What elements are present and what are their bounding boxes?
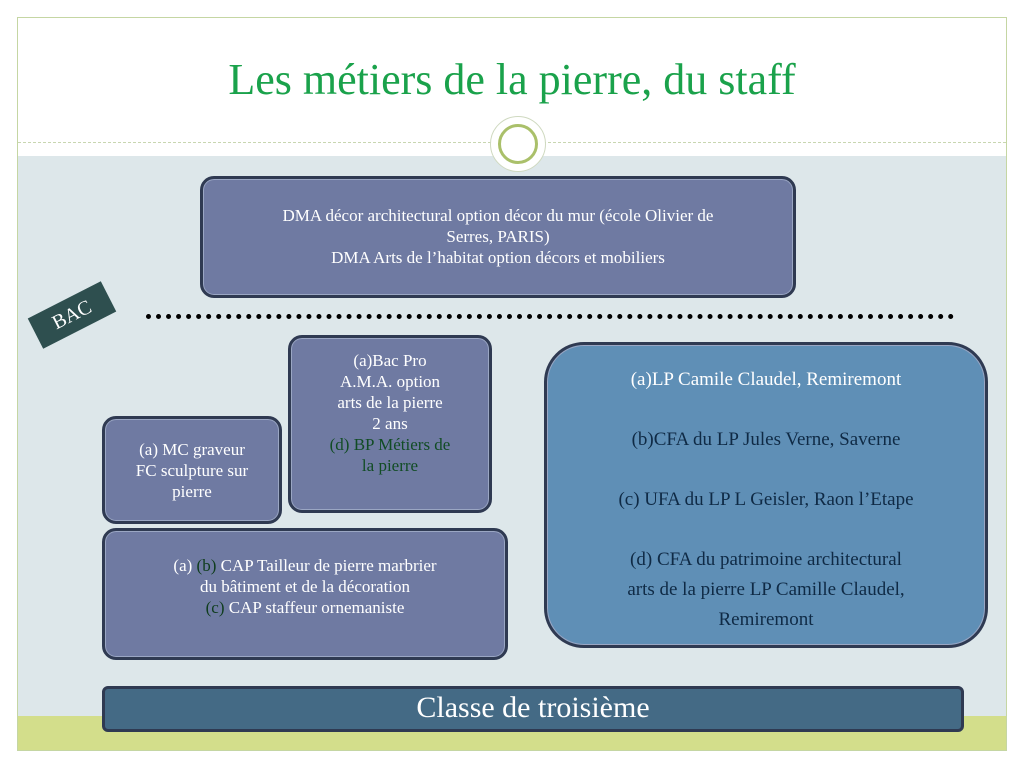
lp-item-b: (b)CFA du LP Jules Verne, Saverne [631,429,901,450]
bac-pro-box: (a)Bac Pro A.M.A. option arts de la pier… [288,335,492,513]
cap-line-1-text: CAP Tailleur de pierre marbrier [216,556,437,575]
slide: Les métiers de la pierre, du staff DMA d… [17,17,1007,751]
bac-dotted-line [146,314,954,319]
bacpro-line-5: (d) BP Métiers de [329,435,451,454]
cap-c-marker: (c) [205,598,225,617]
cap-line-3: (c) CAP staffeur ornemaniste [206,597,405,618]
bacpro-line-6: la pierre [361,456,419,475]
cap-box: (a) (b) CAP Tailleur de pierre marbrier … [102,528,508,660]
dma-box: DMA décor architectural option décor du … [200,176,796,298]
mc-line-3: pierre [172,481,212,501]
bacpro-line-4: 2 ans [372,414,408,433]
cap-b-marker: (b) [196,556,217,575]
lp-item-d-3: Remiremont [718,609,814,630]
ring-inner [498,124,538,164]
classe-troisieme-bar: Classe de troisième [102,686,964,732]
decorative-ring-icon [490,116,546,172]
cap-line-1: (a) (b) CAP Tailleur de pierre marbrier [173,555,436,576]
dma-line-3: DMA Arts de l’habitat option décors et m… [331,248,665,267]
dma-line-2: Serres, PARIS) [446,227,550,246]
cap-line-3-text: CAP staffeur ornemaniste [224,598,405,617]
cap-line-2: du bâtiment et de la décoration [199,577,411,596]
mc-box: (a) MC graveur FC sculpture sur pierre [102,416,282,524]
lp-box: (a)LP Camile Claudel, Remiremont (b)CFA … [544,342,988,648]
bacpro-line-2: A.M.A. option [339,372,441,391]
dma-line-1: DMA décor architectural option décor du … [282,206,714,225]
bacpro-line-3: arts de la pierre [337,393,443,412]
mc-line-1: (a) MC graveur [139,439,245,459]
lp-item-c: (c) UFA du LP L Geisler, Raon l’Etape [618,489,914,510]
bacpro-line-1: (a)Bac Pro [353,351,427,370]
lp-item-a: (a)LP Camile Claudel, Remiremont [630,369,902,390]
lp-item-d-1: (d) CFA du patrimoine architectural [630,549,902,570]
lp-item-d-2: arts de la pierre LP Camille Claudel, [627,579,905,600]
cap-a-marker: (a) [173,556,197,575]
mc-line-2: FC sculpture sur [135,460,249,480]
slide-title: Les métiers de la pierre, du staff [228,55,796,104]
